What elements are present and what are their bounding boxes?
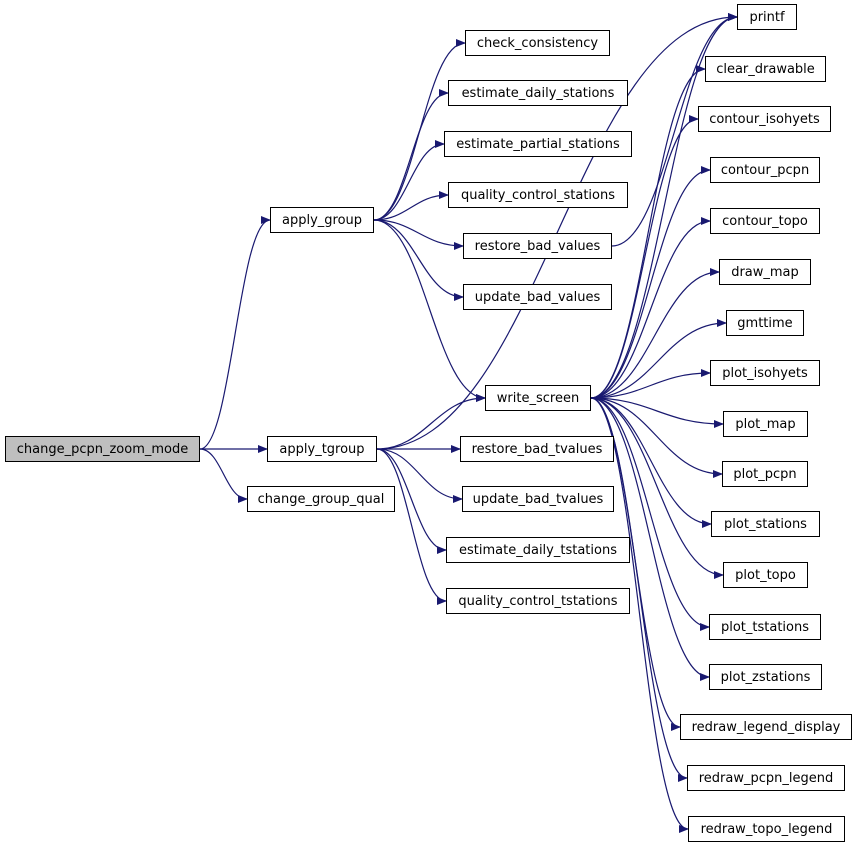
node-gmttime[interactable]: gmttime	[726, 310, 804, 336]
node-check_consistency[interactable]: check_consistency	[465, 30, 610, 56]
node-contour_topo[interactable]: contour_topo	[710, 208, 820, 234]
edge-apply_group-to-restore_bad_values	[373, 219, 464, 250]
edge-write_screen-to-contour_isohyets	[590, 115, 699, 399]
node-apply_group[interactable]: apply_group	[270, 207, 374, 233]
node-apply_tgroup[interactable]: apply_tgroup	[267, 436, 377, 462]
edge-apply_group-to-estimate_daily_stations	[373, 89, 449, 221]
node-contour_pcpn[interactable]: contour_pcpn	[710, 157, 820, 183]
node-change_group_qual[interactable]: change_group_qual	[247, 486, 395, 512]
node-plot_zstations[interactable]: plot_zstations	[709, 664, 822, 690]
node-printf[interactable]: printf	[737, 4, 797, 30]
edge-write_screen-to-gmttime	[590, 319, 727, 399]
edge-change_pcpn_zoom_mode-to-apply_group	[199, 216, 271, 450]
edge-write_screen-to-plot_stations	[590, 397, 712, 528]
node-estimate_partial_stations[interactable]: estimate_partial_stations	[444, 131, 632, 157]
node-redraw_topo_legend[interactable]: redraw_topo_legend	[688, 816, 845, 842]
edge-write_screen-to-contour_topo	[590, 217, 711, 399]
node-quality_control_stations[interactable]: quality_control_stations	[448, 182, 628, 208]
edge-apply_group-to-quality_control_stations	[373, 191, 449, 221]
edge-apply_tgroup-to-update_bad_tvalues	[376, 448, 463, 503]
edge-write_screen-to-draw_map	[590, 268, 720, 399]
node-estimate_daily_stations[interactable]: estimate_daily_stations	[448, 80, 628, 106]
edge-write_screen-to-plot_map	[590, 397, 724, 428]
node-plot_topo[interactable]: plot_topo	[723, 562, 808, 588]
node-restore_bad_tvalues[interactable]: restore_bad_tvalues	[460, 436, 614, 462]
edge-write_screen-to-redraw_pcpn_legend	[590, 397, 688, 782]
node-draw_map[interactable]: draw_map	[719, 259, 811, 285]
node-estimate_daily_tstations[interactable]: estimate_daily_tstations	[446, 537, 630, 563]
node-plot_pcpn[interactable]: plot_pcpn	[722, 461, 808, 487]
edge-apply_tgroup-to-write_screen	[376, 394, 486, 450]
edge-restore_bad_values-to-printf	[611, 13, 738, 247]
edge-write_screen-to-plot_zstations	[590, 397, 710, 681]
edge-apply_group-to-write_screen	[373, 219, 486, 402]
node-update_bad_tvalues[interactable]: update_bad_tvalues	[462, 486, 614, 512]
node-plot_map[interactable]: plot_map	[723, 411, 808, 437]
node-restore_bad_values[interactable]: restore_bad_values	[463, 233, 612, 259]
node-contour_isohyets[interactable]: contour_isohyets	[698, 106, 831, 132]
edge-write_screen-to-plot_pcpn	[590, 397, 723, 478]
edge-write_screen-to-plot_topo	[590, 397, 724, 579]
node-update_bad_values[interactable]: update_bad_values	[463, 284, 612, 310]
edge-write_screen-to-contour_pcpn	[590, 166, 711, 399]
node-plot_stations[interactable]: plot_stations	[711, 511, 820, 537]
node-clear_drawable[interactable]: clear_drawable	[705, 56, 826, 82]
node-change_pcpn_zoom_mode[interactable]: change_pcpn_zoom_mode	[5, 436, 200, 462]
node-write_screen[interactable]: write_screen	[485, 385, 591, 411]
edge-write_screen-to-redraw_topo_legend	[590, 397, 689, 833]
edge-apply_group-to-estimate_partial_stations	[373, 140, 445, 221]
node-plot_isohyets[interactable]: plot_isohyets	[710, 360, 820, 386]
edge-write_screen-to-plot_tstations	[590, 397, 710, 631]
node-redraw_legend_display[interactable]: redraw_legend_display	[680, 714, 852, 740]
edge-apply_tgroup-to-estimate_daily_tstations	[376, 448, 447, 554]
edge-apply_group-to-update_bad_values	[373, 219, 464, 301]
node-redraw_pcpn_legend[interactable]: redraw_pcpn_legend	[687, 765, 845, 791]
edge-write_screen-to-printf	[590, 13, 738, 399]
node-plot_tstations[interactable]: plot_tstations	[709, 614, 821, 640]
edge-apply_tgroup-to-quality_control_tstations	[376, 448, 447, 605]
edge-change_pcpn_zoom_mode-to-change_group_qual	[199, 448, 248, 503]
edge-write_screen-to-plot_isohyets	[590, 369, 711, 399]
node-quality_control_tstations[interactable]: quality_control_tstations	[446, 588, 630, 614]
